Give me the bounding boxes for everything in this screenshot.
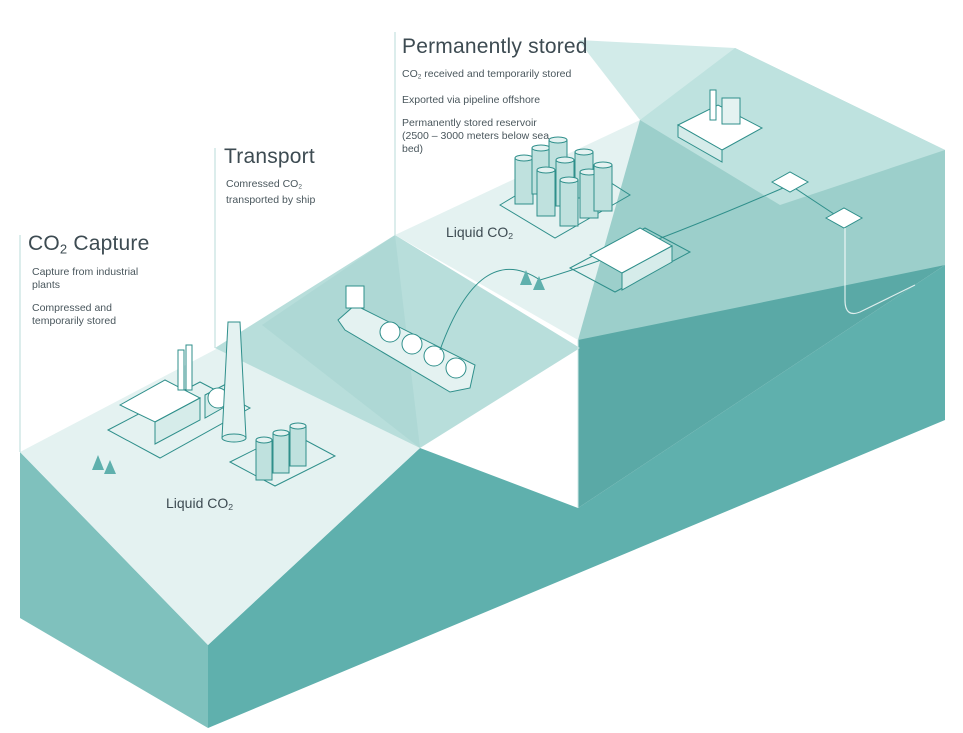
subsea-module-icon: [770, 171, 864, 229]
ship-icon: [337, 285, 476, 393]
storage-line-3: Permanently stored reservoir (2500 – 300…: [402, 116, 550, 155]
soil-front-main: [208, 265, 945, 728]
well-icon: [844, 228, 916, 315]
transport-line-2: transported by ship: [226, 193, 316, 206]
trees-icon: [92, 455, 116, 474]
tanks-storage-icon: [514, 136, 613, 227]
sea-wave-front: [262, 235, 420, 448]
capture-line-2: Compressed and temporarily stored: [32, 302, 117, 327]
storage-line-1: CO2 received and temporarily stored: [402, 68, 572, 81]
capture-title: CO2 Capture: [28, 232, 150, 257]
pipeline-icon: [439, 184, 841, 351]
storage-building-icon: [568, 227, 692, 293]
liquid-co2-label-capture: Liquid CO2: [166, 495, 234, 513]
storage-trees-icon: [520, 270, 545, 290]
chimney-icon: [221, 321, 247, 443]
storage-title: Permanently stored: [402, 35, 588, 58]
capture-description: Capture from industrial plants Compresse…: [32, 266, 147, 338]
sea-offshore-surface: [578, 40, 945, 205]
platform-icon: [676, 89, 764, 163]
soil-front-capture: [20, 452, 208, 728]
storage-line-2: Exported via pipeline offshore: [402, 93, 541, 106]
tanks-capture-icon: [255, 422, 307, 481]
liquid-co2-label-storage: Liquid CO2: [446, 224, 514, 242]
transport-description: Comressed CO2 transported by ship: [226, 178, 356, 207]
storage-description: CO2 received and temporarily stored Expo…: [402, 68, 602, 166]
transport-title: Transport: [224, 145, 315, 168]
capture-line-1: Capture from industrial plants: [32, 266, 139, 291]
factory-icon: [106, 344, 252, 459]
